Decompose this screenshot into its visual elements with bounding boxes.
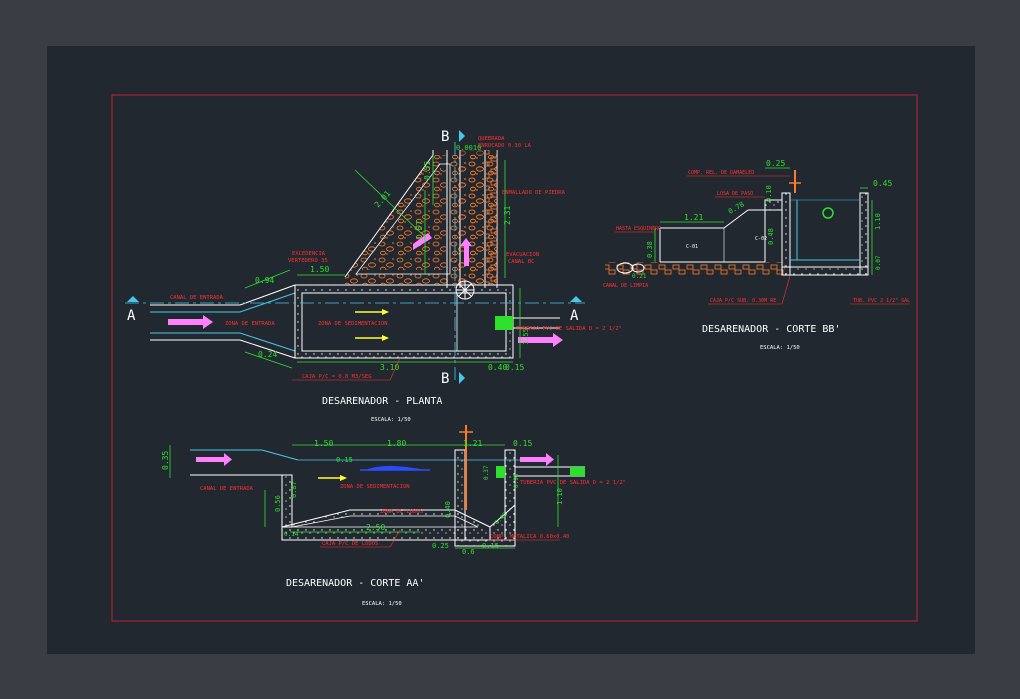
label-canal-entrada: CANAL DE ENTRADA [170,295,224,301]
dim-label: 0.0010 [456,144,481,152]
dim-label: 0.40 [444,501,452,518]
section-marker-a-right: A [570,308,579,324]
dim-label: 0.15 [482,542,499,550]
dim-label: 0.93 [513,473,520,488]
dim-label: 0.37 [483,465,490,480]
section-marker-b-bottom: B [441,371,449,387]
dim-label: 0.10 [765,185,773,202]
dim-label: 1.21 [684,213,703,222]
dim-label: 1.50 [310,265,329,274]
dim-label: 0.14 [284,531,299,538]
dim-label: 0.38 [646,241,654,258]
dim-label: 0.07 [875,255,882,270]
dim-label: 0.87 [290,481,298,498]
dim-label: 2.50 [366,523,385,532]
label-zona-entrada: ZONA DE ENTRADA [225,321,275,327]
dim-label: 1.21 [463,439,482,448]
drawing-frame [111,94,918,622]
label-caja-pvc: CAJA P/C = 0.8 M3/SEG [302,374,372,380]
label-compuerta: COMP. REL. DE DAMAELED [688,170,754,176]
label-zona-lodos: ZONA DE LODOS [380,509,423,515]
label-hasta-esquinero: HASTA ESQUINERO [616,226,661,232]
dim-label: 1.50 [314,439,333,448]
label-enrocado: ENROCADO 0.30 LA [478,143,532,149]
section-bb-title: DESARENADOR - CORTE BB' [702,324,840,335]
label-evacuacion: EVACUACION [506,252,539,258]
dim-label: 0.25 [766,159,785,168]
dim-label: 0.15 [513,439,532,448]
dim-label: 0.35 [161,451,170,470]
section-bb-scale: ESCALA: 1/50 [760,345,800,351]
section-aa-scale: ESCALA: 1/50 [362,601,402,607]
label-excedencia: EXCEDENCIA [292,251,326,257]
label-comp-metalica: COMP. METALICA 0.60x0.40 [490,534,569,540]
pipe-outlet-icon [822,207,834,219]
label-caja-pc-aa: CAJA P/C DE LODOS [322,541,378,547]
label-tuberia-salida: TUBERIA PVC DE SALIDA D = 2 1/2" [516,326,622,332]
dim-label: 0.94 [255,276,274,285]
dim-label: 1.10 [874,213,882,230]
section-aa-title: DESARENADOR - CORTE AA' [286,578,424,589]
label-vertedero: VERTEDERO 35 [288,258,328,264]
dim-label: 0.24 [258,350,277,359]
dim-label: 0.48 [767,228,775,245]
section-marker-b-top: B [441,129,449,145]
dim-label: 0.15 [336,456,353,464]
dim-label: 0.15 [505,363,524,372]
plan-scale: ESCALA: 1/50 [371,417,411,423]
label-zona-sedimentacion: ZONA DE SEDIMENTACION [318,321,388,327]
dim-label: 0.56 [274,495,282,512]
flow-arrow-icon [168,315,213,329]
label-tuberia-salida-aa: TUBERIA PVC DE SALIDA D = 2 1/2" [520,480,626,486]
label-quebrada: QUEBRADA [478,136,505,142]
dim-label: 1.10 [556,488,564,505]
sediment-arrow-icon [318,475,347,481]
label-canal-entrada-aa: CANAL DE ENTRADA [200,486,254,492]
sediment-arrow-icon [355,309,389,341]
label-losa-paso: LOSA DE PASO [717,191,753,197]
dim-label: 2.01 [373,189,393,209]
plan-view: A A B B [125,129,622,423]
label-zona-sedimentacion-aa: ZONA DE SEDIMENTACION [340,484,410,490]
dim-label: 1.80 [387,439,406,448]
label-tuberia-pvc: TUB. PVC 2 1/2" SAL [853,298,910,304]
vertical-flow-arrow-icon [413,233,472,266]
plan-title: DESARENADOR - PLANTA [322,396,442,407]
label-caja-pc: CAJA P/C SUB. 0.30M RE [710,298,776,304]
dim-label: 0.25 [432,542,449,550]
dim-label: 0.45 [873,179,892,188]
label-canal-limpia: CANAL DE LIMPIA [603,283,648,289]
dim-label: 0.40 [488,363,507,372]
dim-label: 1.57 [415,221,424,240]
section-aa-view: 0.35 1.50 1.80 1.21 0.15 0.15 0.14 0.56 … [161,425,626,607]
tag-c2: C-02 [755,236,767,242]
water-surface-icon [365,466,425,470]
dim-label: 0.21 [632,273,647,280]
dim-label: 0.6 [462,548,475,556]
dim-label: 2.31 [503,206,512,225]
section-bb-view: 0.25 0.45 1.21 0.78 0.10 0.38 0.48 1.10 … [603,159,910,351]
dim-label: 1.55 [522,328,530,345]
label-canal-bc: CANAL BC [508,259,535,265]
tag-c1: C-01 [686,244,698,250]
dim-label: 3.10 [380,363,399,372]
flow-arrow-icon [520,453,554,466]
section-marker-a-left: A [127,308,136,324]
dim-label: 0.55 [423,161,432,180]
flow-arrow-icon [518,333,563,347]
label-enmallado: ENMALLADO DE PIEDRA [502,190,566,196]
flow-arrow-icon [196,453,232,466]
